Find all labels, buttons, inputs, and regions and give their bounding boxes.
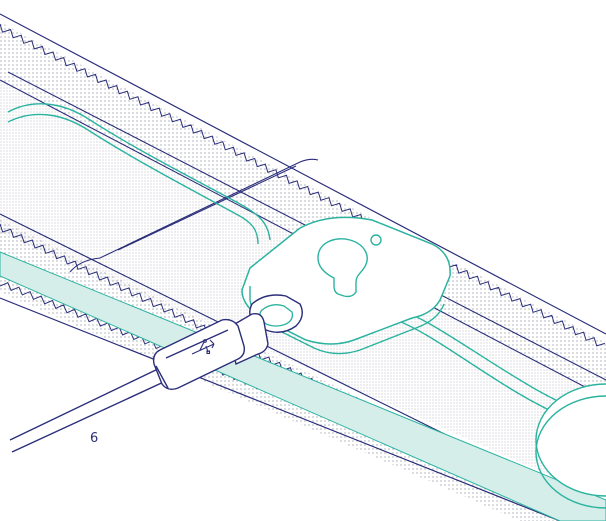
keyhole-button-icon [317,234,382,298]
usb-icon [191,339,215,355]
sensor-module [241,216,451,355]
upper-strap [0,13,606,398]
charging-puck [535,383,606,509]
usb-plug [152,312,269,391]
teal-band [0,251,606,521]
usb-cable [9,367,169,453]
callout-label: 6 [90,431,98,446]
